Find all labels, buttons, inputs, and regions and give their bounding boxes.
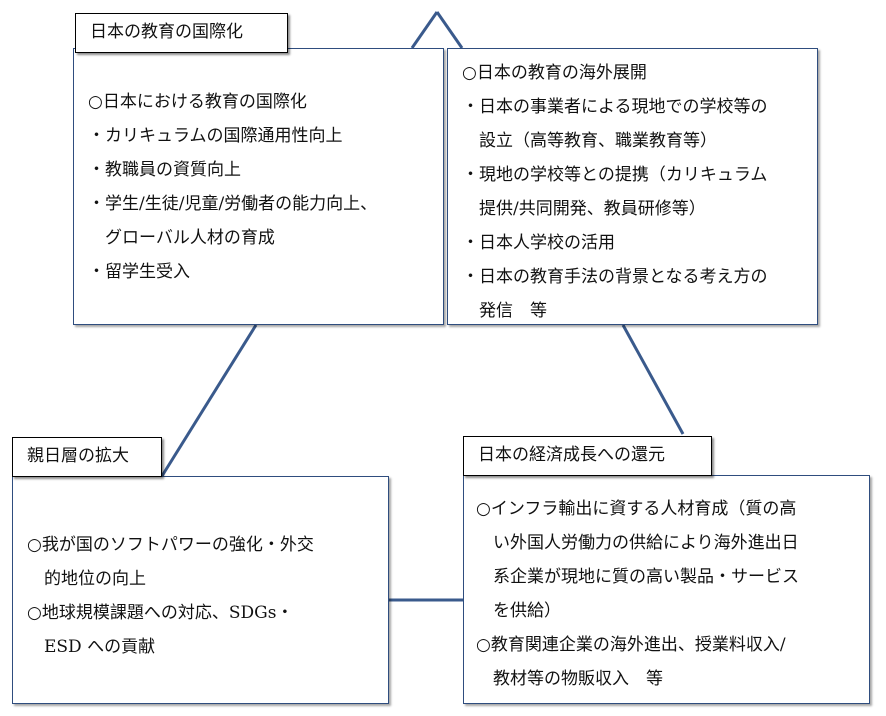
economy-content: ○インフラ輸出に資する人材育成（質の高 い外国人労働力の供給により海外進出日 系… — [476, 492, 799, 696]
affinity-box: ○我が国のソフトパワーの強化・外交 的地位の向上 ○地球規模課題への対応、SDG… — [12, 476, 389, 704]
overseas-line: ・日本の教育手法の背景となる考え方の — [462, 267, 768, 287]
connector-apex-right — [435, 11, 464, 49]
affinity-line: ○我が国のソフトパワーの強化・外交 — [27, 535, 314, 555]
affinity-content: ○我が国のソフトパワーの強化・外交 的地位の向上 ○地球規模課題への対応、SDG… — [27, 528, 314, 664]
internationalization-box: ○日本における教育の国際化 ・カリキュラムの国際通用性向上 ・教職員の資質向上 … — [73, 48, 444, 325]
economy-title: 日本の経済成長への還元 — [463, 436, 712, 476]
affinity-line: ○地球規模課題への対応、SDGs・ — [27, 603, 294, 623]
overseas-line: ・現地の学校等との提携（カリキュラム — [462, 165, 768, 185]
internationalization-line: ・学生/生徒/児童/労働者の能力向上、 — [88, 194, 378, 214]
internationalization-line: グローバル人材の育成 — [88, 228, 275, 248]
economy-line: を供給） — [476, 601, 561, 621]
internationalization-line: ○日本における教育の国際化 — [88, 92, 307, 112]
internationalization-line: ・留学生受入 — [88, 262, 190, 282]
overseas-line: ・日本の事業者による現地での学校等の — [462, 97, 768, 117]
economy-line: ○教育関連企業の海外進出、授業料収入/ — [476, 635, 786, 655]
overseas-content: ○日本の教育の海外展開 ・日本の事業者による現地での学校等の 設立（高等教育、職… — [462, 56, 768, 328]
overseas-line: ・日本人学校の活用 — [462, 233, 615, 253]
economy-box: ○インフラ輸出に資する人材育成（質の高 い外国人労働力の供給により海外進出日 系… — [463, 475, 870, 704]
internationalization-line: ・カリキュラムの国際通用性向上 — [88, 126, 343, 146]
internationalization-title: 日本の教育の国際化 — [75, 13, 288, 53]
overseas-line: ○日本の教育の海外展開 — [462, 63, 647, 83]
overseas-line: 設立（高等教育、職業教育等） — [462, 131, 717, 151]
affinity-line: ESD への貢献 — [27, 637, 156, 657]
economy-line: ○インフラ輸出に資する人材育成（質の高 — [476, 499, 797, 519]
economy-line: 系企業が現地に質の高い製品・サービス — [476, 567, 799, 587]
affinity-title: 親日層の拡大 — [12, 437, 162, 477]
internationalization-content: ○日本における教育の国際化 ・カリキュラムの国際通用性向上 ・教職員の資質向上 … — [88, 85, 377, 289]
overseas-box: ○日本の教育の海外展開 ・日本の事業者による現地での学校等の 設立（高等教育、職… — [447, 48, 818, 325]
connector-apex-left — [410, 11, 439, 49]
overseas-line: 提供/共同開発、教員研修等） — [462, 199, 706, 219]
connector-left-edge — [160, 324, 258, 477]
economy-line: 教材等の物販収入 等 — [476, 669, 663, 689]
internationalization-line: ・教職員の資質向上 — [88, 160, 241, 180]
affinity-line: 的地位の向上 — [27, 569, 146, 589]
connector-right-edge — [621, 324, 685, 435]
economy-line: い外国人労働力の供給により海外進出日 — [476, 533, 799, 553]
overseas-line: 発信 等 — [462, 301, 547, 321]
